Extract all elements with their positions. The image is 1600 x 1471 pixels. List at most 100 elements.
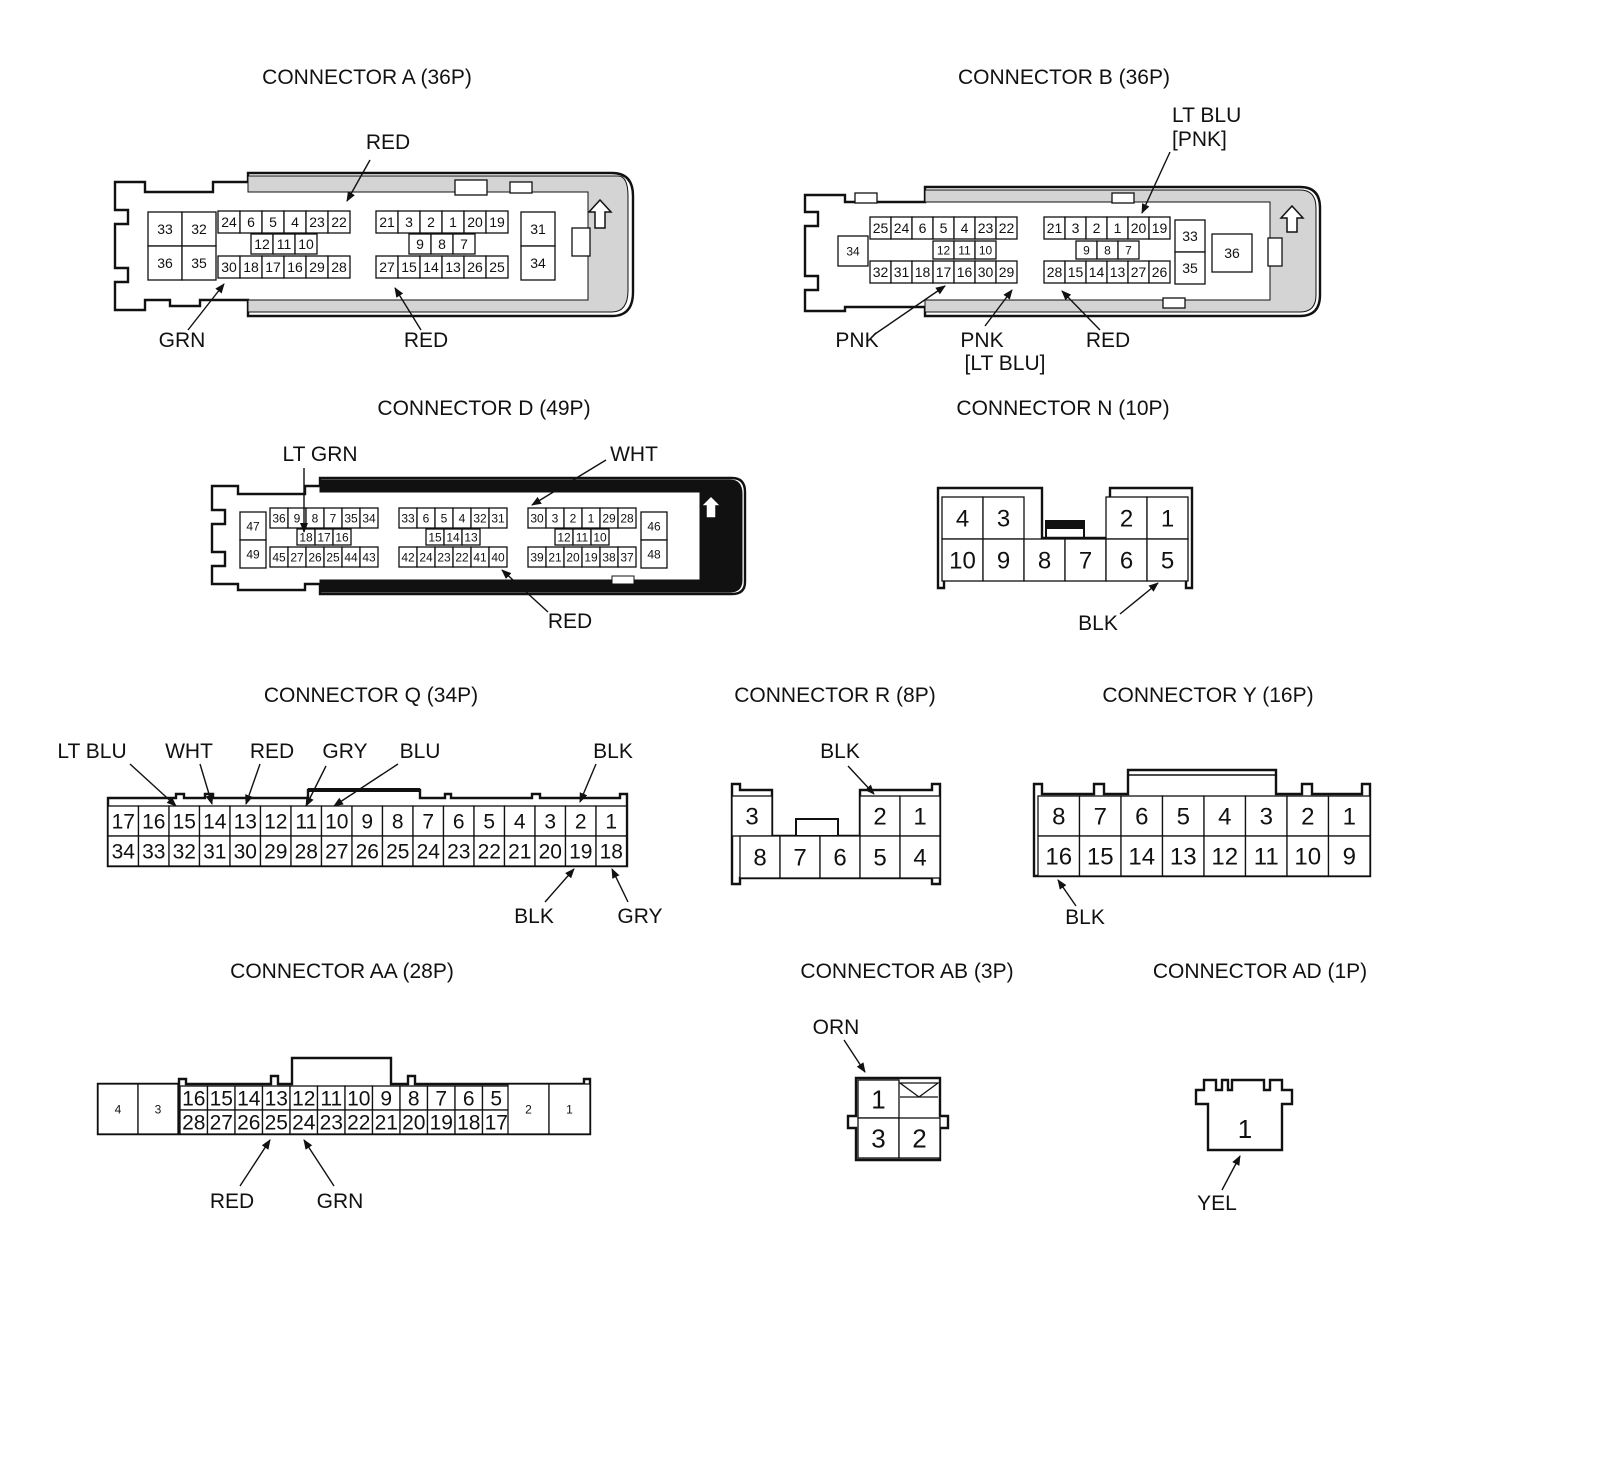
connector-b-pin-label: 36 [1224, 245, 1240, 261]
connector-q-pin-label: 3 [544, 811, 556, 834]
connector-y-pin-label: 1 [1343, 804, 1356, 831]
connector-a-up-arrow-icon [587, 198, 613, 229]
connector-q-pin-cell [229, 835, 262, 867]
connector-r-pin-cell [779, 835, 821, 879]
connector-ab-pin-label: 2 [912, 1123, 926, 1153]
connector-q-pin-label: 20 [539, 841, 562, 864]
connector-aa-pin-cell [344, 1109, 374, 1135]
connector-q-wire-blk-bottom: BLK [514, 905, 554, 928]
connector-b-pin-label: 7 [1125, 243, 1132, 257]
connector-n-pin-cell [1064, 538, 1107, 582]
connector-y-pin-label: 9 [1343, 844, 1356, 871]
connector-r-pin-label: 6 [833, 845, 846, 872]
connector-b-pin-label: 19 [1152, 220, 1168, 236]
connector-a-pin-label: 23 [309, 214, 325, 230]
connector-q-pin-cell [198, 835, 231, 867]
connector-q-pin-label: 23 [447, 841, 470, 864]
connector-d-pin-label: 37 [620, 550, 634, 564]
connector-q-pin-label: 27 [325, 841, 348, 864]
connector-a-pin-label: 31 [530, 221, 546, 237]
connector-d-pin-label: 49 [246, 547, 260, 561]
connector-b-pin-label: 22 [999, 220, 1015, 236]
connector-d-pin-label: 47 [246, 519, 260, 533]
connector-a-title: CONNECTOR A (36P) [262, 66, 472, 89]
connector-q-pin-cell [534, 805, 567, 837]
connector-q-pin-label: 21 [508, 841, 531, 864]
connector-q-pin-label: 17 [112, 811, 135, 834]
connector-d-pin-label: 33 [401, 511, 415, 525]
connector-q-pin-cell [381, 805, 414, 837]
connector-n-outline [936, 486, 1194, 590]
connector-r-pin-cell [899, 835, 941, 879]
connector-b-pin-label: 28 [1047, 264, 1063, 280]
connector-a-wire-red-top: RED [366, 131, 410, 154]
connector-b-wire-pnk: PNK [835, 329, 878, 352]
connector-d-pin-label: 35 [344, 511, 358, 525]
connector-d-pin-label: 40 [491, 550, 505, 564]
connector-y-pin-label: 16 [1045, 844, 1072, 871]
connector-b-pin-label: 33 [1182, 228, 1198, 244]
connector-a-pin-label: 14 [423, 259, 439, 275]
connector-aa-pin-label: 14 [237, 1088, 261, 1111]
connector-y-pin-cell [1161, 835, 1205, 877]
connector-aa-pin-cell [206, 1109, 236, 1135]
connector-y-wire-blk: BLK [1065, 906, 1105, 929]
connector-d-pin-label: 13 [464, 530, 478, 544]
connector-n-pin-cell [941, 538, 984, 582]
connector-a-pin-cell [327, 255, 351, 279]
connector-q-pin-label: 13 [234, 811, 257, 834]
connector-y-outline [1032, 768, 1372, 878]
connector-aa-pin-cell [548, 1083, 591, 1135]
connector-aa-pin-cell [481, 1109, 511, 1135]
connector-n-pin-label: 10 [949, 548, 976, 575]
connector-aa-wire-grn: GRN [317, 1190, 364, 1213]
connector-n-pin-label: 4 [956, 506, 969, 533]
connector-b-pin-label: 2 [1093, 220, 1101, 236]
connector-d-pin-label: 48 [647, 547, 661, 561]
connector-d-pin-label: 25 [326, 550, 340, 564]
connector-a-pin-label: 36 [157, 255, 173, 271]
connector-aa-pin-label: 17 [485, 1112, 508, 1135]
connector-n-pin-label: 2 [1120, 506, 1133, 533]
connector-d-pin-label: 28 [620, 511, 634, 525]
connector-b-wire-red: RED [1086, 329, 1130, 352]
connector-q-pin-cell [442, 805, 475, 837]
connector-d-pin-label: 21 [548, 550, 562, 564]
connector-d-pin-cell [359, 546, 379, 568]
connector-a-pin-label: 16 [287, 259, 303, 275]
connector-aa-pin-label: 25 [265, 1112, 288, 1135]
connector-b-pin-cell [1211, 233, 1253, 273]
connector-b-pin-label: 35 [1182, 260, 1198, 276]
connector-aa-pin-label: 27 [210, 1112, 233, 1135]
connector-q-pin-cell [351, 835, 384, 867]
connector-aa-title: CONNECTOR AA (28P) [230, 960, 454, 983]
connector-n-title: CONNECTOR N (10P) [956, 397, 1169, 420]
connector-q-pin-label: 2 [575, 811, 587, 834]
connector-d-pin-cell [590, 528, 610, 546]
connector-b-wire-pnk-alt: [PNK] [1172, 128, 1227, 151]
connector-y-pin-cell [1327, 835, 1371, 877]
connector-b-pin-cell [995, 260, 1018, 284]
connector-q-pin-label: 1 [605, 811, 617, 834]
connector-d-pin-label: 31 [491, 511, 505, 525]
connector-q-pin-cell [412, 835, 445, 867]
connector-b-pin-label: 24 [894, 220, 910, 236]
connector-ab-wire-orn: ORN [813, 1016, 860, 1039]
connector-b-pin-label: 18 [915, 264, 931, 280]
connector-a-pin-label: 1 [449, 214, 457, 230]
connector-a-pin-label: 24 [221, 214, 237, 230]
connector-aa-pin-cell [426, 1109, 456, 1135]
connector-q-pin-cell [595, 835, 628, 867]
connector-q-pin-label: 24 [417, 841, 441, 864]
connector-y-title: CONNECTOR Y (16P) [1102, 684, 1313, 707]
connector-q-pin-label: 10 [325, 811, 348, 834]
